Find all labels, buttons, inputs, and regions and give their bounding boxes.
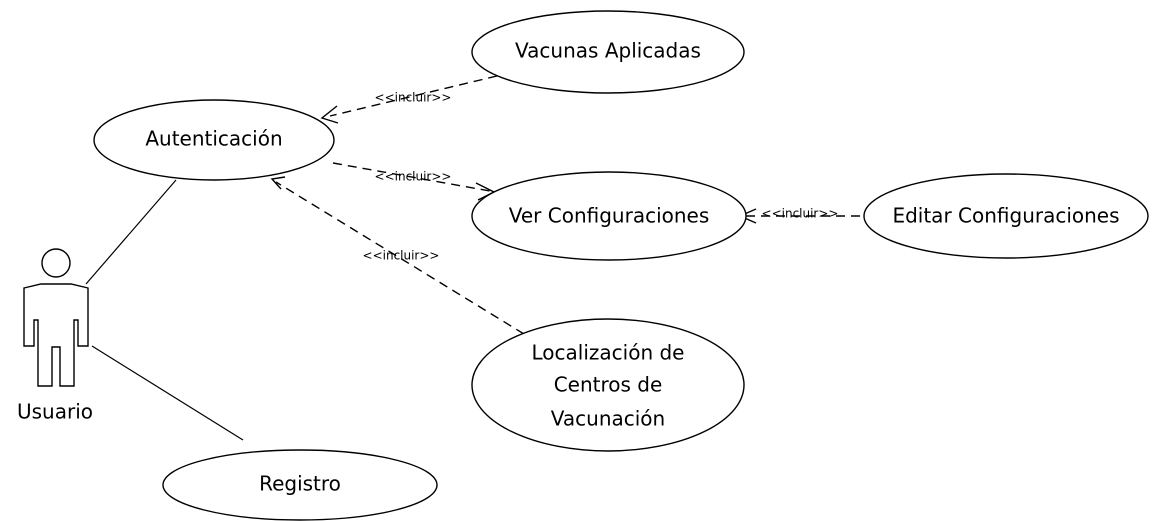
- label-localizacion-line-1: Localización de: [532, 341, 685, 365]
- usecase-localizacion: [471, 318, 745, 452]
- usecase-autenticacion: [93, 99, 335, 181]
- label-vacunas-aplicadas: Vacunas Aplicadas: [515, 39, 701, 63]
- actor-head-icon: [41, 248, 71, 278]
- label-localizacion-line-3: Vacunación: [551, 407, 665, 431]
- association-actor-autenticacion: [85, 179, 177, 285]
- include-localizacion-autenticacion: [275, 181, 525, 335]
- stereotype-include-ver: <<incluir>>: [375, 170, 452, 184]
- label-registro: Registro: [259, 472, 341, 496]
- usecase-registro: [162, 449, 438, 521]
- actor-label: Usuario: [17, 400, 93, 424]
- actor-usuario: [23, 248, 89, 387]
- include-arrowhead-autenticacion-localizacion: [270, 176, 286, 190]
- usecase-vacunas-aplicadas: [471, 10, 745, 94]
- association-actor-registro: [91, 345, 244, 441]
- stereotype-include-vacunas: <<incluir>>: [375, 91, 452, 105]
- label-autenticacion: Autenticación: [145, 127, 282, 151]
- stereotype-include-localizacion: <<incluir>>: [363, 249, 440, 263]
- usecase-ver-configuraciones: [471, 171, 747, 261]
- stereotype-include-editar: <<incluir>>: [762, 207, 839, 221]
- label-editar-configuraciones: Editar Configuraciones: [892, 204, 1119, 228]
- usecase-editar-configuraciones: [863, 173, 1149, 259]
- include-vacunas-autenticacion: [329, 75, 498, 117]
- include-autenticacion-ver: [332, 162, 491, 192]
- include-arrowhead-autenticacion-vacunas: [320, 105, 339, 124]
- actor-body-icon: [23, 283, 89, 387]
- label-localizacion-line-2: Centros de: [554, 373, 663, 397]
- label-ver-configuraciones: Ver Configuraciones: [509, 204, 710, 228]
